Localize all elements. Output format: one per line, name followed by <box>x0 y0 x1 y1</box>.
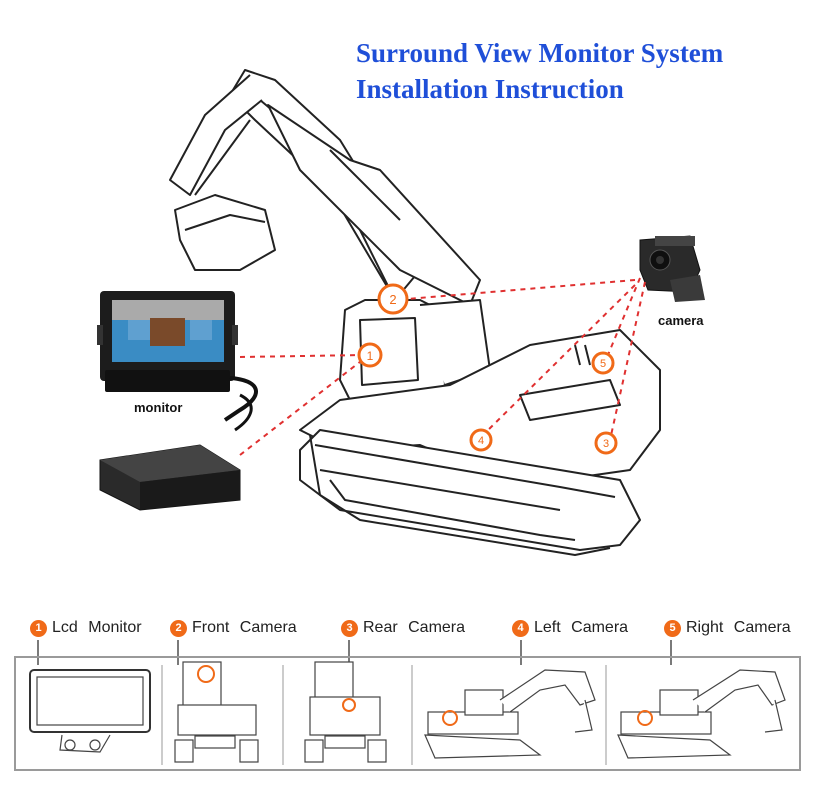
legend-item-right-camera: 5 Right Camera <box>664 617 791 639</box>
legend-badge-1: 1 <box>30 619 47 637</box>
bottom-strip-illustrations <box>29 640 786 765</box>
right-view-illustration <box>617 669 786 759</box>
marker-5 <box>591 351 615 375</box>
legend-badge-5: 5 <box>664 619 681 637</box>
monitor-device <box>97 291 258 422</box>
connection-lines <box>239 277 646 456</box>
legend-text-1: Lcd Monitor <box>52 619 142 636</box>
legend-item-rear-camera: 3 Rear Camera <box>341 617 465 639</box>
marker-5-label: 5 <box>600 358 606 370</box>
rear-view-illustration <box>304 661 387 763</box>
left-view-illustration <box>424 669 596 759</box>
camera-label: camera <box>658 313 704 328</box>
marker-1 <box>357 342 383 368</box>
legend-text-5: Right Camera <box>686 619 791 636</box>
excavator-illustration <box>169 69 661 556</box>
legend-badge-4: 4 <box>512 619 529 637</box>
front-view-illustration <box>174 661 259 763</box>
legend-badge-2: 2 <box>170 619 187 637</box>
legend-item-front-camera: 2 Front Camera <box>170 617 297 639</box>
lcd-monitor-illustration <box>29 669 151 753</box>
marker-3-label: 3 <box>603 438 609 450</box>
legend-text-3: Rear Camera <box>363 619 466 636</box>
title-line-2: Installation Instruction <box>356 74 624 104</box>
marker-1-label: 1 <box>367 349 374 363</box>
legend-badge-3: 3 <box>341 619 358 637</box>
marker-2-label: 2 <box>389 292 396 307</box>
marker-3 <box>594 431 618 455</box>
monitor-label: monitor <box>134 400 183 415</box>
marker-4 <box>469 428 493 452</box>
markers: 1 2 3 4 5 <box>357 283 618 455</box>
control-box <box>99 444 241 511</box>
legend-text-2: Front Camera <box>192 619 297 636</box>
legend-item-lcd-monitor: 1 Lcd Monitor <box>30 617 142 639</box>
monitor-cable <box>234 393 253 432</box>
views-strip <box>14 656 801 771</box>
title-line-1: Surround View Monitor System <box>356 38 724 68</box>
legend-text-4: Left Camera <box>534 619 629 636</box>
camera-device <box>639 235 705 302</box>
marker-2 <box>377 283 409 315</box>
legend-item-left-camera: 4 Left Camera <box>512 617 628 639</box>
marker-4-label: 4 <box>478 435 484 447</box>
